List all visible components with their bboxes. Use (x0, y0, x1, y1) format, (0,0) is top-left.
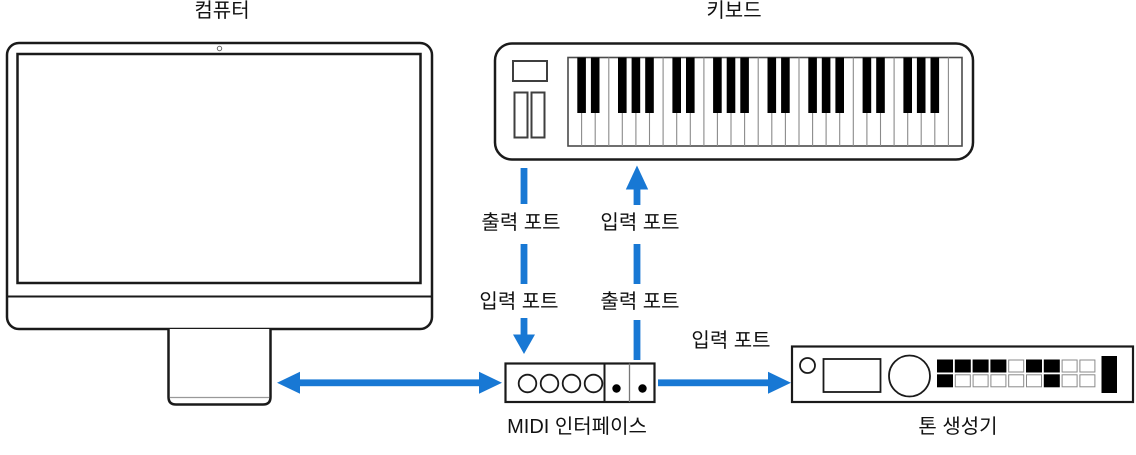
midi-keyboard (493, 42, 975, 161)
arrow-interface-to-keyboard (625, 165, 649, 360)
dial-knob-icon (888, 354, 931, 398)
button-off (1079, 374, 1096, 388)
button-on (937, 374, 953, 388)
black-key (686, 57, 695, 113)
button-off (990, 374, 1007, 388)
button-off (972, 374, 989, 388)
black-key (930, 57, 940, 113)
power-button-icon (799, 357, 816, 374)
button-on (972, 359, 989, 373)
tone-generator-title: 톤 생성기 (918, 416, 998, 438)
interface-out-port-label: 출력 포트 (600, 291, 680, 313)
arrow-shaft (633, 188, 641, 205)
tone-generator (790, 345, 1135, 404)
camera-dot-icon (216, 45, 223, 52)
arrow-shaft (520, 318, 528, 336)
button-off (1061, 374, 1078, 388)
monitor-stand (167, 329, 272, 406)
button-off (1079, 359, 1096, 373)
black-key (631, 57, 641, 113)
button-on (1043, 359, 1060, 373)
indicator-dot (638, 384, 647, 393)
black-key (808, 57, 817, 113)
midi-port-circle (561, 373, 582, 394)
button-on (990, 359, 1007, 373)
black-key (876, 57, 885, 113)
midi-interface (504, 362, 656, 404)
button-off (1026, 374, 1042, 388)
black-key (672, 57, 681, 113)
keyboard-display (512, 60, 548, 82)
black-key (726, 57, 736, 113)
mod-wheel (530, 91, 546, 139)
black-key (781, 57, 790, 113)
arrow-keyboard-to-interface (513, 168, 535, 354)
arrow-shaft (633, 320, 641, 360)
arrow-shaft (658, 379, 770, 387)
black-key (821, 57, 831, 113)
computer-title: 컴퓨터 (194, 0, 250, 22)
black-key (618, 57, 627, 113)
button-on (954, 359, 971, 373)
tone-generator-buttons (937, 359, 1096, 388)
button-off (954, 374, 971, 388)
piano-keys (567, 56, 963, 147)
keyboard-title: 키보드 (706, 0, 762, 22)
black-key (862, 57, 872, 113)
arrow-computer-interface (277, 371, 502, 394)
interface-in-port-label: 입력 포트 (479, 291, 559, 313)
arrowhead-right (768, 371, 791, 394)
black-key (590, 57, 600, 113)
indicator-dot (612, 384, 621, 393)
piano-keys-frame (567, 56, 963, 147)
arrow-shaft (520, 244, 528, 284)
pitch-wheel (513, 91, 529, 139)
midi-interface-title: MIDI 인터페이스 (507, 416, 647, 438)
arrow-shaft (633, 244, 641, 284)
midi-port-circle (539, 373, 560, 394)
arrow-shaft (520, 168, 528, 204)
arrowhead-down (513, 334, 535, 354)
computer-monitor (5, 41, 434, 406)
tone-generator-display (822, 358, 882, 393)
black-key (903, 57, 912, 113)
arrow-interface-tone-generator (658, 371, 791, 394)
monitor-screen (16, 52, 422, 285)
black-key (577, 57, 586, 113)
tone-gen-in-port-label: 입력 포트 (691, 330, 771, 352)
button-on (1026, 359, 1042, 373)
arrowhead-up (625, 165, 649, 190)
button-off (1008, 374, 1025, 388)
black-key (645, 57, 654, 113)
button-off (1008, 359, 1025, 373)
keyboard-out-port-label: 출력 포트 (481, 212, 561, 234)
midi-port-circle (517, 373, 538, 394)
black-key (713, 57, 722, 113)
arrowhead-left (277, 371, 300, 394)
arrowhead-right (479, 371, 502, 394)
black-key (767, 57, 777, 113)
volume-slider (1101, 356, 1117, 393)
midi-port-circle (583, 373, 604, 394)
arrow-shaft (298, 379, 479, 387)
keyboard-in-port-label: 입력 포트 (600, 212, 680, 234)
button-on (937, 359, 953, 373)
black-key (835, 57, 844, 113)
black-key (916, 57, 926, 113)
black-key (740, 57, 749, 113)
button-on (1043, 374, 1060, 388)
button-off (1061, 359, 1078, 373)
